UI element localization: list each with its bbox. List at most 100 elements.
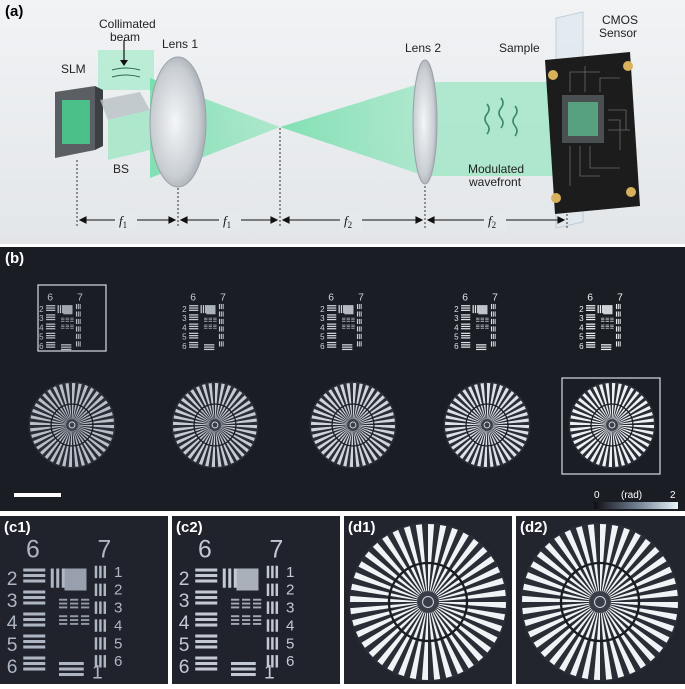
target-bar: [605, 317, 610, 319]
target-bar: [23, 662, 46, 666]
star-spoke: [549, 609, 595, 666]
target-bar: [94, 655, 98, 668]
star-spoke: [219, 412, 256, 424]
target-row-number: 3: [320, 314, 325, 323]
target-row-number: 2: [114, 582, 122, 599]
star-spoke: [609, 589, 678, 602]
lens-2: [412, 59, 438, 185]
target-bar: [485, 317, 489, 319]
screw-hole: [548, 70, 558, 80]
target-bar: [46, 318, 56, 321]
star-spoke: [387, 609, 424, 672]
star-spoke: [435, 606, 498, 643]
target-bar: [358, 333, 360, 340]
target-bar: [342, 320, 346, 322]
scale-bar: [14, 493, 61, 497]
target-bar: [327, 305, 337, 307]
target-bar: [271, 619, 274, 632]
target-bar: [327, 341, 337, 344]
target-bar: [70, 619, 79, 622]
star-ring: [50, 403, 94, 447]
target-bar: [253, 598, 262, 601]
target-bar: [218, 326, 220, 332]
star-spoke: [195, 386, 214, 421]
star-spoke: [357, 405, 392, 424]
target-bar: [342, 346, 353, 348]
target-bar: [222, 311, 224, 317]
slm-side: [95, 86, 103, 150]
target-bar: [220, 326, 222, 332]
star-spoke: [202, 384, 214, 421]
target-bar: [46, 335, 56, 337]
target-bar: [605, 326, 610, 328]
target-bar: [218, 341, 220, 347]
target-row-number: 3: [114, 600, 122, 617]
star-spoke: [76, 425, 114, 435]
panel-c1-label: (c1): [4, 519, 31, 536]
target-bar: [189, 325, 199, 328]
star-spoke: [608, 430, 612, 467]
target-square: [63, 305, 73, 315]
target-bar: [189, 314, 199, 316]
star-spoke: [349, 430, 353, 467]
star-spoke: [354, 385, 370, 421]
target-row-number: 6: [320, 342, 325, 351]
star-spoke: [487, 429, 494, 467]
star-spoke: [522, 602, 591, 615]
target-bar: [231, 673, 256, 677]
star-center: [481, 419, 493, 431]
target-bar: [103, 637, 107, 650]
target-bar: [480, 320, 485, 322]
target-bar: [61, 348, 72, 351]
star-spoke: [582, 393, 609, 422]
star-spoke: [361, 606, 421, 648]
zoom-star-d1: [348, 522, 508, 682]
star-spoke: [73, 429, 85, 466]
target-bar: [204, 346, 215, 348]
target-bar: [81, 606, 90, 609]
target-row-number: 2: [39, 305, 44, 314]
star-spoke: [353, 572, 420, 600]
zoom-star-d2: [520, 522, 680, 682]
star-center: [589, 591, 611, 613]
star-center-ring: [211, 421, 219, 429]
target-bar: [494, 303, 496, 310]
star-spoke: [435, 607, 492, 653]
target-row-number: 5: [179, 635, 190, 656]
target-group-number: 6: [47, 293, 53, 304]
beam-splitter: [100, 92, 150, 120]
target-row-number: 4: [39, 323, 44, 332]
star-spoke: [174, 426, 211, 438]
target-bar: [586, 332, 596, 334]
star-spoke: [554, 535, 596, 595]
target-row-number: 6: [179, 657, 190, 678]
target-bar: [492, 326, 494, 332]
target-bar: [461, 346, 471, 348]
star-spoke: [321, 428, 350, 455]
star-spoke: [219, 426, 255, 442]
star-spoke: [616, 400, 648, 423]
target-bar: [346, 317, 351, 319]
target-bar: [610, 327, 614, 329]
target-bar: [275, 583, 279, 596]
target-row-number: 5: [39, 333, 44, 342]
target-bar: [461, 318, 471, 321]
star-spoke: [38, 397, 69, 423]
target-bar: [605, 320, 610, 322]
focal-length-label: f2: [344, 213, 352, 230]
star-spoke: [403, 526, 426, 594]
target-bar: [65, 320, 70, 322]
target-row-number: 6: [39, 342, 44, 351]
star-spoke: [355, 429, 378, 461]
target-bar: [597, 305, 599, 314]
modulated-label: wavefront: [468, 175, 522, 189]
collimated-label: Collimated: [99, 17, 156, 31]
star-spoke: [602, 610, 625, 678]
star-spoke: [343, 429, 353, 467]
target-bar: [204, 327, 208, 329]
target-row-number: 2: [7, 569, 18, 590]
target-bar: [494, 311, 496, 317]
star-spoke: [219, 405, 254, 424]
target-group-number: 7: [358, 293, 364, 304]
